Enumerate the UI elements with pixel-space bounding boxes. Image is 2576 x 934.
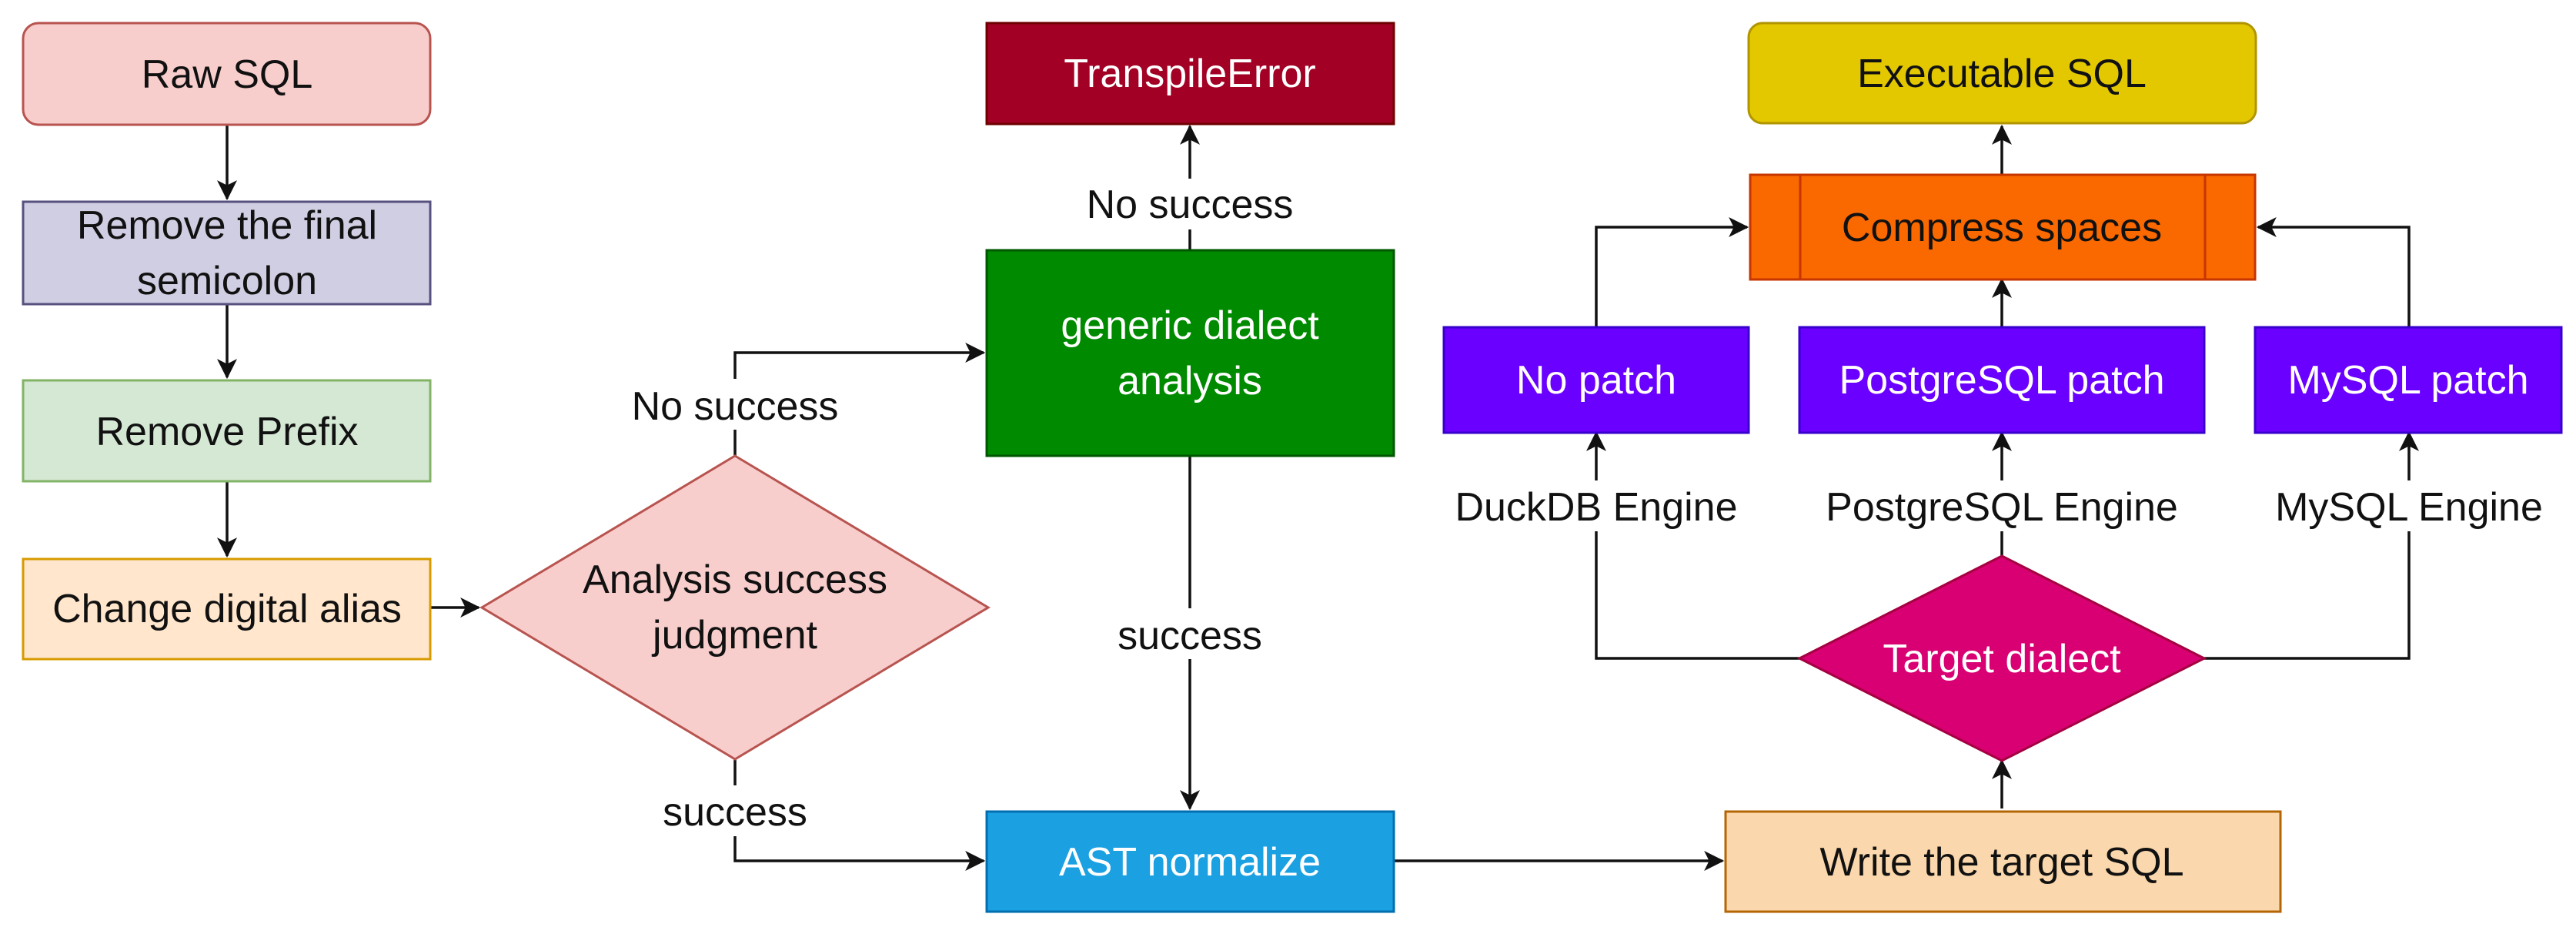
svg-text:No patch: No patch: [1516, 358, 1676, 403]
node-transpile-error: TranspileError: [985, 22, 1395, 126]
label-no-success-error: No success: [1087, 182, 1294, 227]
node-no-patch: No patch: [1442, 326, 1750, 434]
node-ast-normalize: AST normalize: [985, 810, 1395, 913]
node-compress-spaces: Compress spaces: [1749, 173, 2257, 281]
edge-labels: No success success No success success Du…: [632, 179, 2561, 836]
svg-text:Executable SQL: Executable SQL: [1857, 52, 2147, 96]
edge-target-to-mysql-patch: [2204, 430, 2419, 660]
svg-text:Remove the final: Remove the final: [77, 203, 377, 248]
node-raw-sql: Raw SQL: [22, 22, 432, 126]
svg-text:analysis: analysis: [1118, 359, 1262, 403]
node-analysis-judgment: Analysis success judgment: [479, 454, 991, 761]
node-generic-dialect: generic dialect analysis: [985, 249, 1395, 457]
node-write-target: Write the target SQL: [1724, 810, 2282, 913]
svg-text:judgment: judgment: [651, 613, 817, 658]
svg-text:Compress spaces: Compress spaces: [1842, 206, 2162, 250]
svg-text:MySQL patch: MySQL patch: [2287, 358, 2528, 403]
node-target-dialect: Target dialect: [1796, 554, 2207, 762]
node-remove-prefix: Remove Prefix: [22, 379, 432, 483]
label-duckdb-engine: DuckDB Engine: [1455, 485, 1737, 530]
node-mysql-patch: MySQL patch: [2254, 326, 2563, 434]
svg-text:Write the target SQL: Write the target SQL: [1819, 840, 2183, 885]
label-postgresql-engine: PostgreSQL Engine: [1826, 485, 2178, 530]
label-success-ast: success: [663, 790, 807, 835]
node-postgresql-patch: PostgreSQL patch: [1798, 326, 2206, 434]
edge-target-to-no-patch: [1586, 430, 1799, 660]
label-no-success-generic: No success: [632, 384, 839, 429]
label-mysql-engine: MySQL Engine: [2275, 485, 2543, 530]
svg-text:generic dialect: generic dialect: [1061, 303, 1319, 348]
svg-text:TranspileError: TranspileError: [1064, 52, 1316, 96]
node-executable-sql: Executable SQL: [1747, 22, 2257, 125]
svg-text:Target dialect: Target dialect: [1883, 637, 2121, 681]
node-remove-semicolon: Remove the final semicolon: [22, 200, 432, 306]
svg-text:Analysis success: Analysis success: [583, 557, 887, 602]
node-change-alias: Change digital alias: [22, 557, 432, 661]
svg-text:AST normalize: AST normalize: [1059, 840, 1321, 885]
svg-text:Raw SQL: Raw SQL: [142, 52, 313, 97]
nodes: Raw SQL Remove the final semicolon Remov…: [22, 22, 2563, 913]
label-generic-success: success: [1118, 614, 1262, 658]
edge-mysql-patch-to-compress: [2256, 217, 2411, 327]
svg-text:semicolon: semicolon: [137, 259, 317, 303]
edge-no-patch-to-compress: [1595, 217, 1749, 327]
svg-text:Change digital alias: Change digital alias: [52, 587, 402, 631]
svg-text:Remove Prefix: Remove Prefix: [96, 410, 359, 454]
svg-text:PostgreSQL patch: PostgreSQL patch: [1839, 358, 2165, 403]
